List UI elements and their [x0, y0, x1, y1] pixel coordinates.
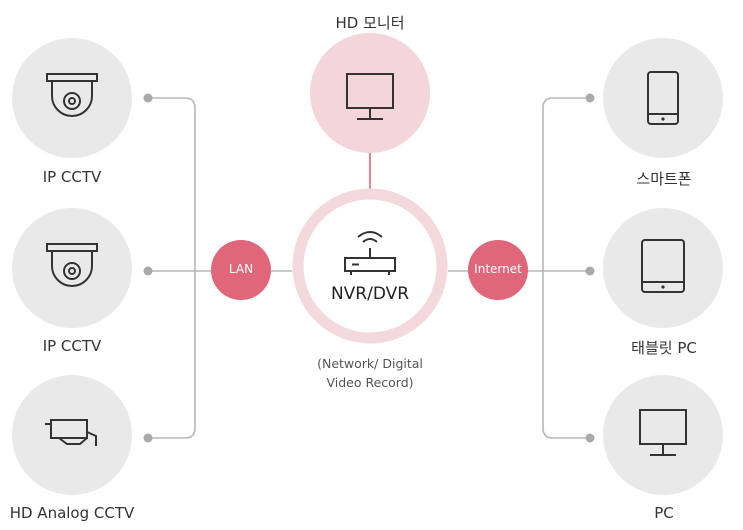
lan-badge-circle	[211, 240, 271, 300]
dot-right-2	[585, 266, 595, 276]
internet-badge-circle	[468, 240, 528, 300]
dot-right-1	[585, 93, 595, 103]
monitor-icon	[346, 73, 394, 120]
center-node	[292, 188, 448, 344]
smartphone-icon	[647, 71, 679, 125]
monitor-label: HD 모니터	[335, 14, 405, 32]
dot-left-3	[143, 433, 153, 443]
router-icon	[344, 231, 396, 275]
left-device-1-label: IP CCTV	[42, 168, 102, 186]
device-circle	[603, 38, 723, 158]
right-device-3	[603, 375, 723, 495]
monitor-node	[310, 33, 430, 153]
dot-left-1	[143, 93, 153, 103]
bullet-camera-icon	[45, 419, 97, 446]
dot-left-2	[143, 266, 153, 276]
lan-label: LAN	[228, 262, 254, 276]
internet-badge	[468, 240, 528, 300]
dot-right-3	[585, 433, 595, 443]
desktop-monitor-icon	[639, 409, 687, 456]
internet-label: Internet	[474, 262, 522, 276]
right-device-1	[603, 38, 723, 158]
center-subtitle-line2: Video Record)	[326, 375, 414, 390]
center-ring	[292, 188, 448, 344]
right-bus-line	[542, 97, 590, 439]
left-device-2-label: IP CCTV	[42, 337, 102, 355]
device-circle	[603, 208, 723, 328]
left-device-2	[12, 208, 132, 328]
left-bus-line	[148, 97, 196, 439]
tablet-icon	[641, 239, 685, 293]
left-device-3-label: HD Analog CCTV	[9, 504, 135, 522]
center-title: NVR/DVR	[330, 284, 410, 304]
device-circle	[603, 375, 723, 495]
right-device-1-label: 스마트폰	[636, 170, 692, 188]
left-device-1	[12, 38, 132, 158]
right-device-3-label: PC	[654, 504, 674, 522]
dome-camera-icon	[46, 243, 98, 287]
dome-camera-icon	[46, 73, 98, 117]
right-device-2	[603, 208, 723, 328]
device-circle	[12, 375, 132, 495]
monitor-circle	[310, 33, 430, 153]
lan-badge	[211, 240, 271, 300]
right-device-2-label: 태블릿 PC	[631, 339, 697, 357]
center-subtitle-line1: (Network/ Digital	[317, 356, 423, 371]
left-device-3	[12, 375, 132, 495]
